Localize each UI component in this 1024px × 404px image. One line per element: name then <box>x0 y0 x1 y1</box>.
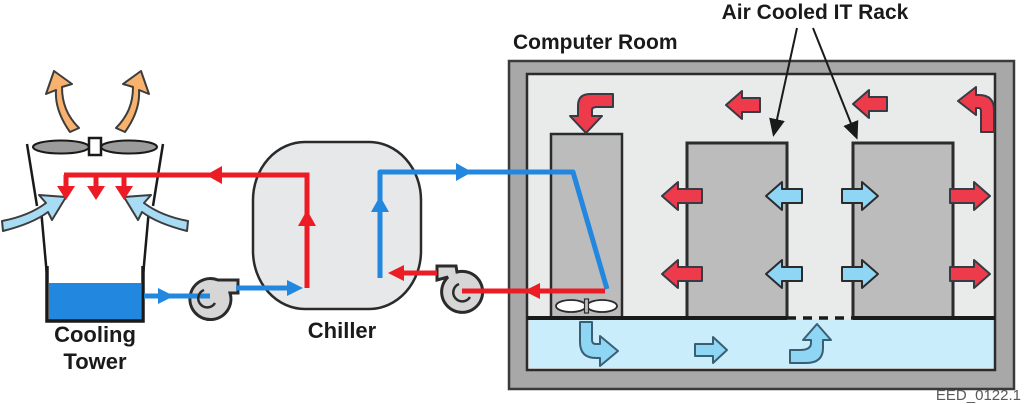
hot-air-elbow-top-right <box>957 86 995 133</box>
tower-wall-lower-left <box>39 208 49 277</box>
heat-exhaust-arrow-right <box>115 70 150 133</box>
crah-fan-blade-left <box>555 299 587 313</box>
tower-water <box>49 283 141 320</box>
crah-fan-hub <box>583 298 590 314</box>
plenum-elbow-up <box>789 323 832 364</box>
rack2-intake-arrow-bottom <box>841 259 879 289</box>
blue-arrowhead-up <box>371 196 389 212</box>
air-inlet-arrow-right <box>123 194 189 232</box>
rack2-intake-arrow-top <box>841 181 879 211</box>
cooling-tower-label-line2: Tower <box>63 349 127 374</box>
rack1-exhaust-arrow-top <box>661 181 703 211</box>
chiller-label: Chiller <box>308 318 377 343</box>
fan-blade-left <box>32 139 90 155</box>
hot-air-arrows <box>569 86 995 289</box>
rack2-exhaust-arrow-bottom <box>949 259 991 289</box>
tower-basin <box>45 266 145 323</box>
condenser-water-pump <box>188 277 240 321</box>
blue-arrowhead <box>287 280 303 296</box>
condenser-water-loop <box>57 166 316 309</box>
it-rack-label: Air Cooled IT Rack <box>722 1 909 24</box>
red-arrowhead-up <box>298 210 316 226</box>
warm-pipe-chiller-to-tower <box>64 172 310 288</box>
it-rack-2 <box>851 141 955 320</box>
computer-room-label: Computer Room <box>513 31 678 54</box>
plenum-arrow-right <box>694 336 728 364</box>
chilled-water-pump <box>435 264 485 314</box>
blue-arrowhead-right <box>456 163 472 181</box>
fan-hub <box>87 136 103 157</box>
tower-fan <box>32 136 158 157</box>
rack2-exhaust-arrow-top <box>949 181 991 211</box>
computer-room <box>507 59 1016 391</box>
chiller-body <box>251 140 423 311</box>
red-arrowhead-down <box>57 186 75 200</box>
hot-air-arrow-ceiling-1 <box>725 90 761 120</box>
tower-wall-lower-right <box>141 208 151 277</box>
cold-air-arrows <box>579 181 879 367</box>
red-arrowhead-down <box>87 186 105 200</box>
plenum-elbow-down-right <box>579 321 619 367</box>
rack1-intake-arrow-bottom <box>765 259 803 289</box>
red-arrowhead-left <box>206 166 222 184</box>
rack1-exhaust-arrow-bottom <box>661 259 703 289</box>
rack-pointer-line-1 <box>769 27 798 137</box>
chilled-water-loop <box>371 163 610 303</box>
figure-id: EED_0122.1 <box>936 387 1021 404</box>
red-arrowhead-left <box>524 283 540 299</box>
pump-spiral <box>197 288 217 309</box>
blue-arrowhead <box>158 288 174 304</box>
it-rack-1 <box>685 141 789 320</box>
chilled-supply-pipe <box>377 169 610 290</box>
rack-pointer-line-2 <box>812 27 859 140</box>
heat-exhaust-arrow-left <box>45 70 80 133</box>
spray-branches <box>63 175 127 188</box>
pump-body <box>435 264 485 314</box>
red-arrowhead-left <box>388 265 404 281</box>
tower-wall-upper-left <box>25 143 39 207</box>
fan-blade-right <box>100 139 158 155</box>
cooling-tower-label-line1: Cooling <box>54 322 136 347</box>
hot-air-arrow-ceiling-2 <box>852 89 888 119</box>
red-arrowhead-down <box>115 186 133 200</box>
rack1-intake-arrow-top <box>765 181 803 211</box>
pump-body <box>188 277 240 321</box>
hot-air-elbow-into-crah <box>569 93 614 134</box>
crah-fan <box>555 298 618 314</box>
air-inlet-arrow-left <box>1 194 67 232</box>
crah-fan-blade-right <box>586 299 618 313</box>
pump-spiral <box>452 282 472 303</box>
